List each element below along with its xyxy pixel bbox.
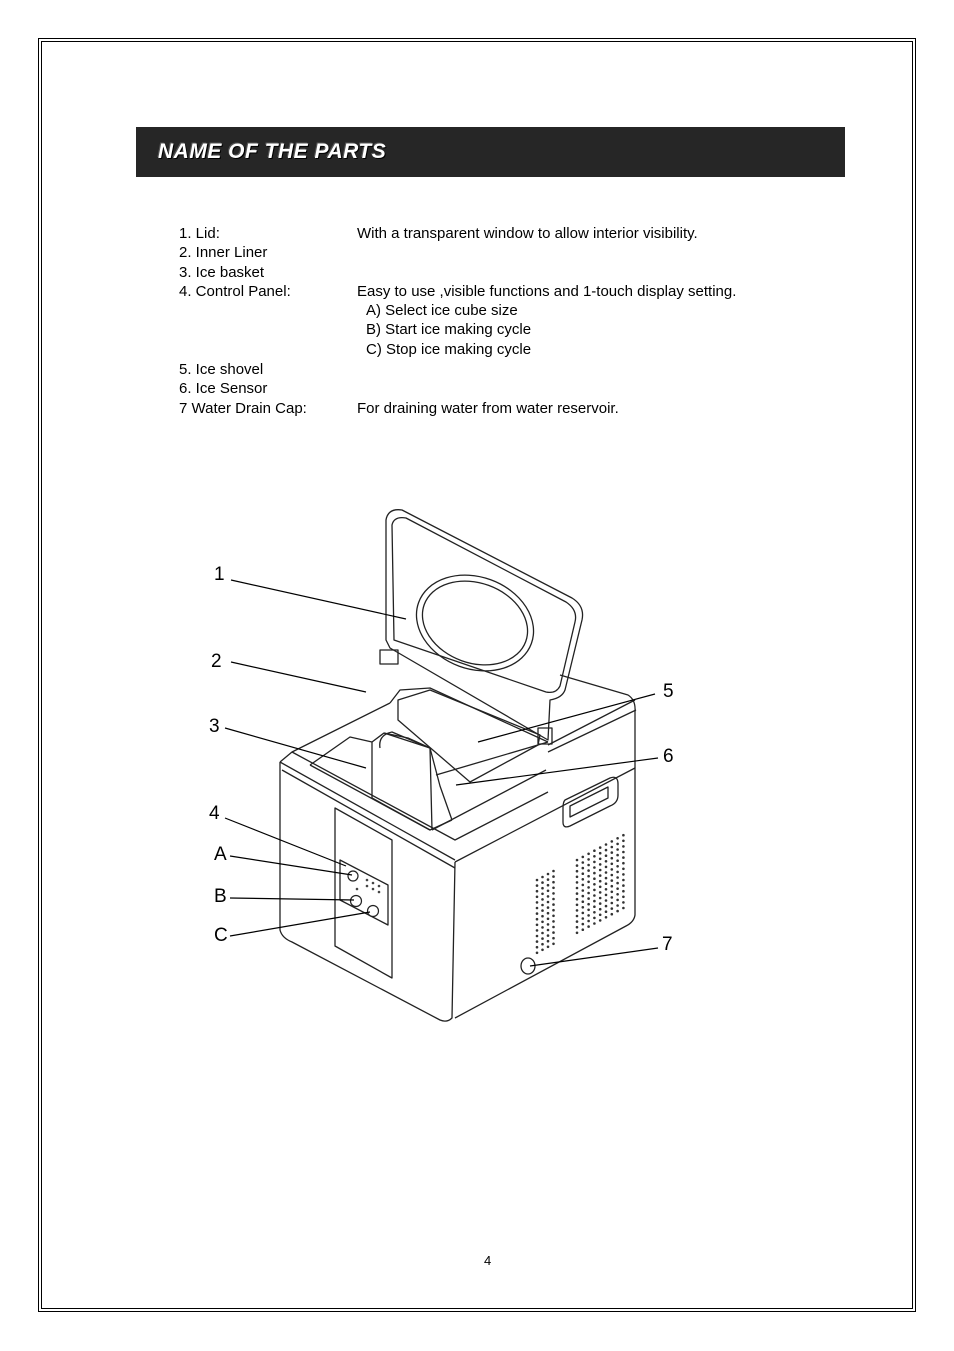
part-description: With a transparent window to allow inter… [357, 225, 698, 242]
part-description: Easy to use ,visible functions and 1-tou… [357, 282, 737, 300]
part-label: 5. Ice shovel [179, 361, 264, 379]
part-label: 2. Inner Liner [179, 244, 268, 262]
page-border-inner [41, 41, 913, 1309]
callout-7: 7 [662, 934, 673, 955]
page-number: 4 [484, 1253, 492, 1268]
vent-grid-left [535, 869, 555, 955]
part-label: 1. Lid: [179, 225, 220, 242]
callout-6: 6 [663, 746, 674, 767]
vent-grid-right [575, 833, 625, 935]
callout-b: B [214, 886, 227, 907]
page-border-outer [38, 38, 916, 1312]
part-subitem: C) Stop ice making cycle [366, 340, 532, 358]
part-label: 4. Control Panel: [179, 282, 291, 300]
section-header-bar: NAME OF THE PARTS [136, 127, 845, 177]
callout-3: 3 [209, 716, 220, 737]
part-label: 3. Ice basket [179, 263, 265, 281]
callout-4: 4 [209, 803, 220, 824]
part-label: 7 Water Drain Cap: [179, 399, 307, 417]
ice-maker-diagram [224, 509, 659, 1022]
part-subitem: B) Start ice making cycle [366, 321, 532, 339]
callout-5: 5 [663, 681, 674, 702]
leader-lines [224, 579, 659, 967]
section-title: NAME OF THE PARTS [158, 140, 387, 163]
callout-2: 2 [211, 651, 222, 672]
part-label: 6. Ice Sensor [179, 380, 268, 398]
part-subitem: A) Select ice cube size [366, 302, 518, 320]
callout-c: C [214, 925, 228, 946]
callout-1: 1 [214, 564, 225, 585]
part-description: For draining water from water reservoir. [357, 399, 619, 417]
callout-a: A [214, 844, 227, 865]
